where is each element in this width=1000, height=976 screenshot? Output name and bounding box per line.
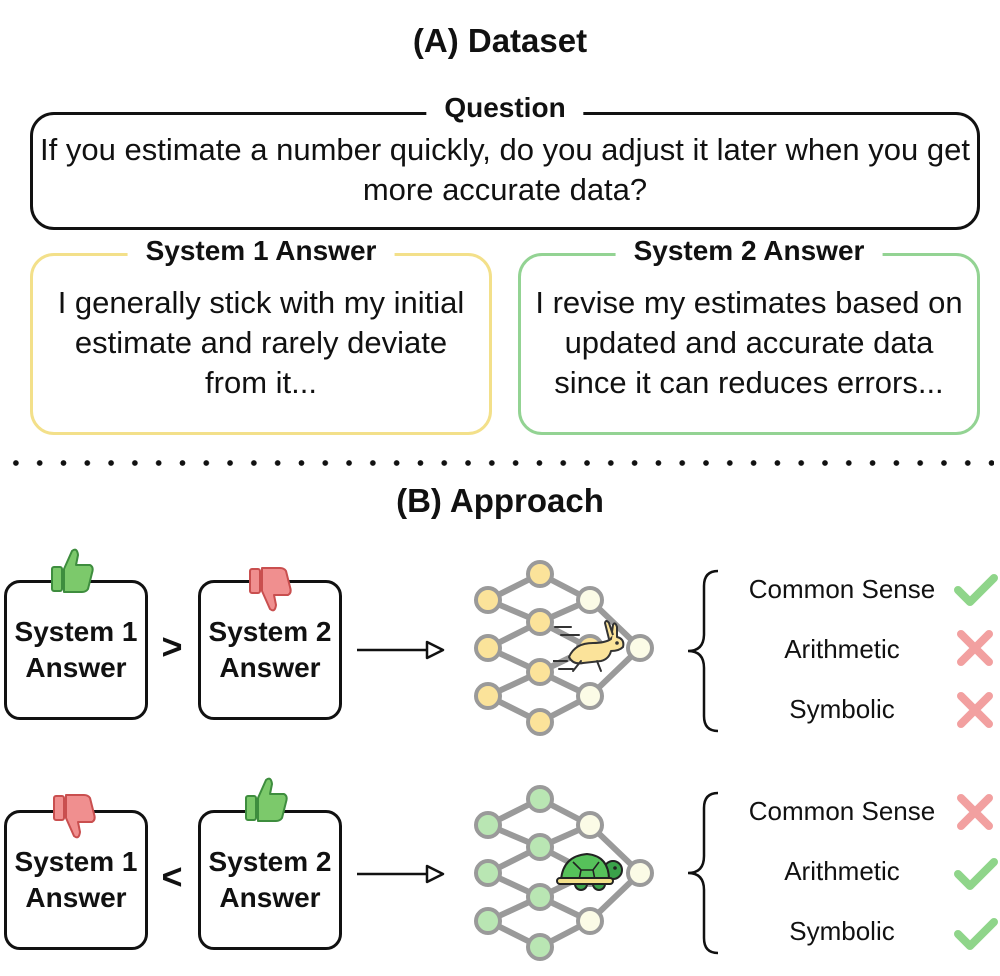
row2-system2-answer: System 2 Answer (198, 810, 342, 950)
network-node (474, 634, 502, 662)
row1-system2-line1: System 2 (208, 616, 332, 647)
rabbit-icon (553, 620, 625, 672)
network-node (526, 608, 554, 636)
network-node (576, 682, 604, 710)
system2-answer-label: System 2 Answer (615, 235, 883, 267)
row1-system1-line1: System 1 (14, 616, 138, 647)
network-node (474, 682, 502, 710)
network-node (474, 859, 502, 887)
network-node (526, 658, 554, 686)
question-text: If you estimate a number quickly, do you… (40, 132, 970, 207)
question-label: Question (426, 92, 584, 124)
system1-answer-text: I generally stick with my initial estima… (57, 285, 465, 400)
row1-system1-line2: Answer (25, 652, 127, 683)
row1-brace-icon (687, 569, 719, 733)
row1-result-label-symbolic: Symbolic (789, 694, 895, 724)
row2-system2-line1: System 2 (208, 846, 332, 877)
network-node (526, 883, 554, 911)
network-node (526, 560, 554, 588)
row1-arrow-icon (357, 640, 445, 660)
row2-common-sense-cross-icon (957, 794, 993, 830)
network-node (474, 586, 502, 614)
row2-result-label-symbolic: Symbolic (789, 916, 895, 946)
row2-arrow-icon (357, 864, 445, 884)
row2-comparator: < (161, 856, 183, 897)
row2-system2-thumbs-up-icon (245, 777, 288, 822)
row2-system1-thumbs-down-icon (53, 794, 96, 839)
system1-answer-label: System 1 Answer (127, 235, 395, 267)
row2-arithmetic-check-icon (954, 858, 998, 890)
row2-result-label-arithmetic: Arithmetic (784, 856, 900, 886)
system2-answer-text: I revise my estimates based on updated a… (535, 285, 963, 400)
row1-system2-thumbs-down-icon (249, 567, 292, 612)
network-node (526, 785, 554, 813)
turtle-icon (556, 853, 623, 891)
network-node (576, 586, 604, 614)
dataset-title: (A) Dataset (412, 22, 588, 59)
row1-symbolic-cross-icon (957, 692, 993, 728)
row2-system2-line2: Answer (219, 882, 321, 913)
row1-result-label-common-sense: Common Sense (748, 574, 936, 604)
row1-common-sense-check-icon (954, 574, 998, 606)
network-node (626, 634, 654, 662)
network-node (526, 708, 554, 736)
network-node (576, 811, 604, 839)
row2-system1-line1: System 1 (14, 846, 138, 877)
row2-result-label-common-sense: Common Sense (748, 796, 936, 826)
network-node (526, 833, 554, 861)
row2-system1-line2: Answer (25, 882, 127, 913)
network-node (626, 859, 654, 887)
network-node (576, 907, 604, 935)
network-node (474, 811, 502, 839)
row1-system1-thumbs-up-icon (51, 548, 94, 593)
row1-arithmetic-cross-icon (957, 630, 993, 666)
row1-system1-answer: System 1 Answer (4, 580, 148, 720)
row1-comparator: > (161, 626, 183, 667)
row2-brace-icon (687, 791, 719, 955)
network-node (526, 933, 554, 961)
section-divider (4, 460, 994, 466)
row1-result-label-arithmetic: Arithmetic (784, 634, 900, 664)
approach-title: (B) Approach (396, 482, 604, 519)
row2-symbolic-check-icon (954, 918, 998, 950)
network-node (474, 907, 502, 935)
row1-neural-network-icon (474, 560, 654, 736)
row1-system2-line2: Answer (219, 652, 321, 683)
